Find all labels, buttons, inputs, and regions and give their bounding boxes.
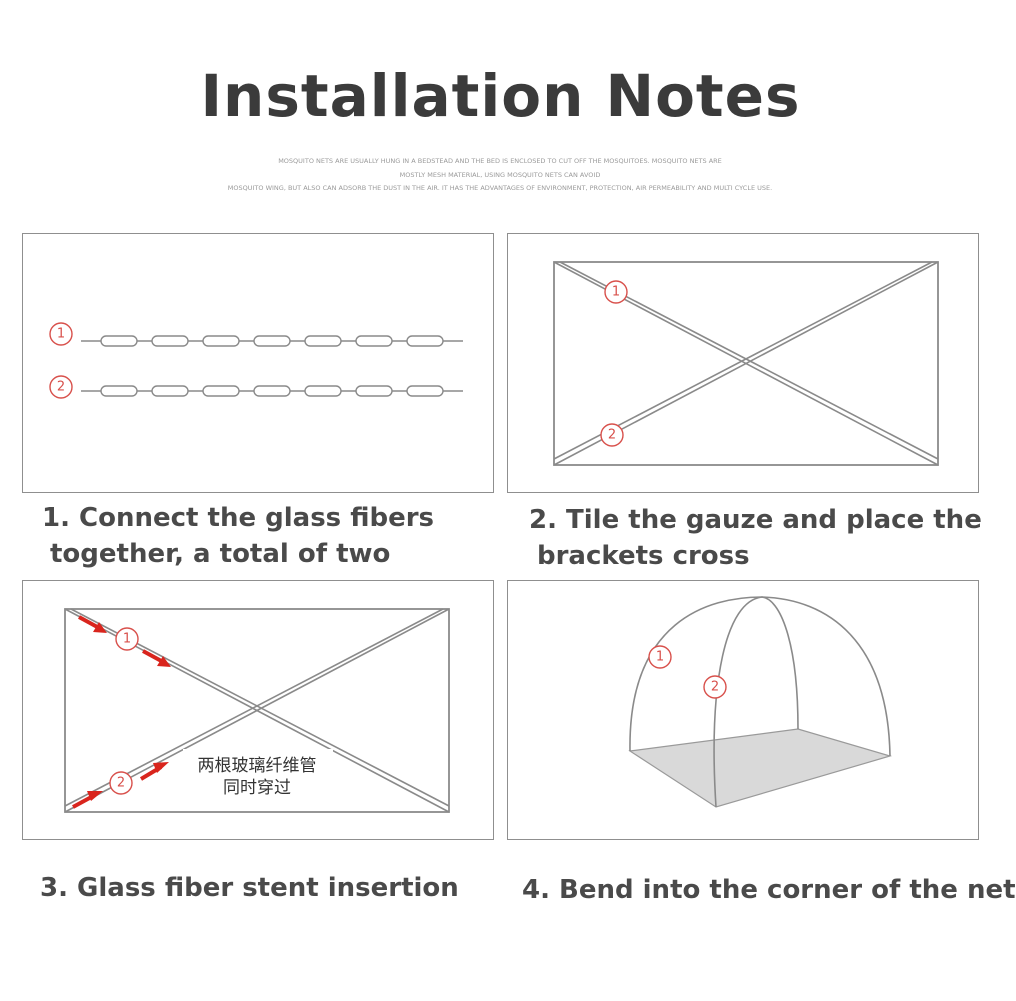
step-3-illustration: 1 2 两根玻璃纤维管 同时穿过 — [22, 580, 494, 840]
fiber-segment — [151, 335, 189, 347]
rod-2: 2 — [49, 375, 463, 399]
marker-2 — [600, 423, 624, 447]
fiber-segment — [406, 385, 444, 397]
fiber-segment — [100, 335, 138, 347]
gauze-frame — [64, 608, 450, 813]
fiber-segment — [253, 335, 291, 347]
insertion-arrows-bottom — [72, 762, 169, 809]
step-4-caption: 4. Bend into the corner of the net — [522, 872, 1016, 908]
fiber-segment — [253, 385, 291, 397]
dome-net-diagram: 1 2 — [628, 596, 893, 808]
arch-2 — [713, 596, 799, 808]
fiber-segment — [355, 385, 393, 397]
marker-1-label: 1 — [123, 632, 131, 647]
marker-1-label: 1 — [612, 285, 620, 300]
marker-2 — [703, 675, 727, 699]
marker-1 — [648, 645, 672, 669]
marker-1 — [49, 322, 73, 346]
marker-2-label: 2 — [608, 428, 616, 443]
fiber-rods-diagram: 1 2 — [49, 322, 463, 399]
fiber-segment — [202, 385, 240, 397]
caption-line: 4. Bend into the corner of the net — [522, 875, 1016, 905]
fiber-segment — [202, 335, 240, 347]
inner-note-line: 两根玻璃纤维管 — [198, 756, 317, 776]
step-3-caption: 3. Glass fiber stent insertion — [40, 870, 459, 906]
fiber-segment — [406, 335, 444, 347]
insertion-arrows-top — [78, 615, 171, 667]
marker-2 — [49, 375, 73, 399]
marker-1 — [604, 280, 628, 304]
marker-2-label: 2 — [711, 680, 719, 695]
fiber-segment — [100, 385, 138, 397]
inner-note-line: 同时穿过 — [223, 778, 291, 798]
gauze-frame — [553, 261, 939, 466]
caption-line: 2. Tile the gauze and place the — [529, 505, 982, 535]
step-1-illustration: 1 2 — [22, 233, 494, 493]
stent-insertion-diagram: 1 2 两根玻璃纤维管 同时穿过 — [64, 608, 450, 813]
fiber-segment — [304, 335, 342, 347]
marker-1 — [115, 627, 139, 651]
step-4-illustration: 1 2 — [507, 580, 979, 840]
arch-1 — [629, 596, 891, 757]
rod-1: 1 — [49, 322, 463, 347]
marker-1-label: 1 — [656, 650, 664, 665]
step-2-caption: 2. Tile the gauze and place the brackets… — [529, 502, 982, 574]
step-2-illustration: 1 2 — [507, 233, 979, 493]
caption-line: 1. Connect the glass fibers — [42, 503, 435, 533]
page-title: Installation Notes — [200, 62, 801, 130]
marker-2-label: 2 — [117, 776, 125, 791]
caption-line: together, a total of two — [50, 539, 391, 569]
subtitle-line: MOSTLY MESH MATERIAL, USING MOSQUITO NET… — [399, 171, 601, 179]
step-1-caption: 1. Connect the glass fibers together, a … — [42, 500, 434, 572]
subtitle-line: MOSQUITO NETS ARE USUALLY HUNG IN A BEDS… — [278, 157, 722, 165]
caption-line: 3. Glass fiber stent insertion — [40, 873, 459, 903]
marker-2-label: 2 — [57, 380, 65, 395]
subtitle-line: MOSQUITO WING, BUT ALSO CAN ADSORB THE D… — [227, 184, 773, 192]
marker-1-label: 1 — [57, 327, 65, 342]
caption-line: brackets cross — [537, 541, 750, 571]
crossed-brackets-diagram: 1 2 — [553, 261, 939, 466]
fiber-segment — [355, 335, 393, 347]
marker-2 — [109, 771, 133, 795]
net-floor — [628, 728, 893, 808]
fiber-segment — [151, 385, 189, 397]
fiber-segment — [304, 385, 342, 397]
